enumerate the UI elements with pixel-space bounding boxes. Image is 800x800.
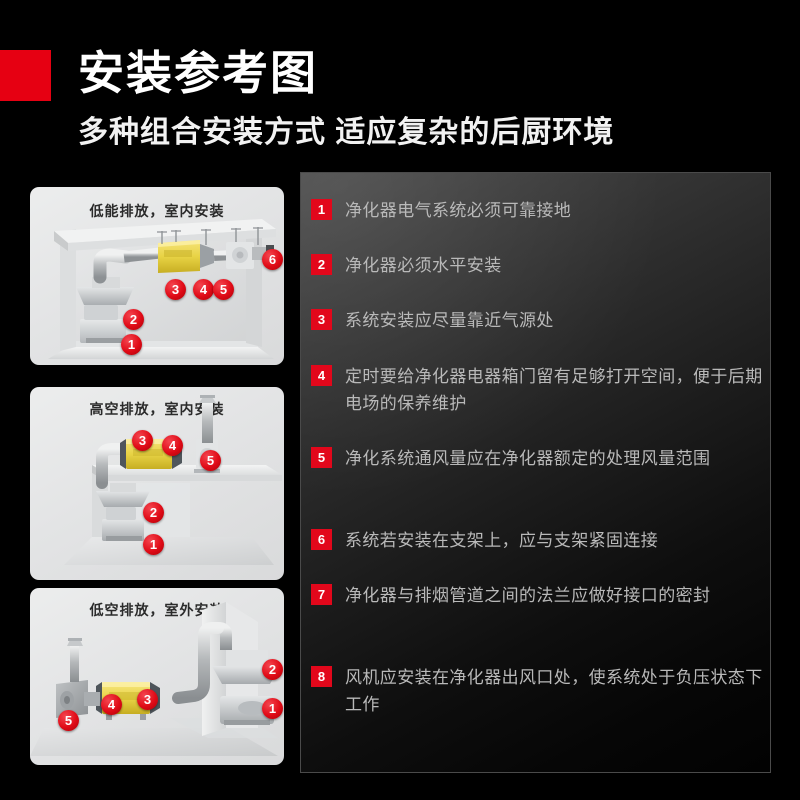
diagram-marker-1: 1 [121,334,142,355]
diagram-marker-1: 1 [143,534,164,555]
note-text: 净化系统通风量应在净化器额定的处理风量范围 [345,449,711,468]
note-badge: 3 [311,309,332,330]
note-item: 7 净化器与排烟管道之间的法兰应做好接口的密封 [311,582,763,609]
diagram-marker-5: 5 [213,279,234,300]
note-badge: 8 [311,666,332,687]
note-badge: 2 [311,254,332,275]
note-text: 净化器必须水平安装 [345,256,502,275]
note-item: 5 净化系统通风量应在净化器额定的处理风量范围 [311,445,763,472]
diagram-marker-1: 1 [262,698,283,719]
note-text: 风机应安装在净化器出风口处，使系统处于负压状态下工作 [345,668,763,714]
note-item: 1 净化器电气系统必须可靠接地 [311,197,763,224]
diagram-marker-3: 3 [137,689,158,710]
note-text: 系统若安装在支架上，应与支架紧固连接 [345,531,659,550]
note-item: 6 系统若安装在支架上，应与支架紧固连接 [311,527,763,554]
note-badge: 5 [311,447,332,468]
diagram-marker-5: 5 [58,710,79,731]
diagram-card-title: 低空排放，室外安装 [89,602,225,618]
diagram-card-title: 高空排放，室内安装 [89,401,225,417]
diagram-marker-2: 2 [143,502,164,523]
note-badge: 7 [311,584,332,605]
diagram-card-low-exhaust-outdoor: 低空排放，室外安装 [30,588,284,765]
diagram-illustration-indoor-low [48,219,276,359]
note-text: 系统安装应尽量靠近气源处 [345,311,554,330]
note-item: 4 定时要给净化器电器箱门留有足够打开空间，便于后期电场的保养维护 [311,363,763,417]
note-text: 净化器与排烟管道之间的法兰应做好接口的密封 [345,586,711,605]
diagram-marker-4: 4 [162,435,183,456]
diagram-card-high-exhaust-indoor: 高空排放，室内安装 [30,387,284,580]
diagram-illustration-outdoor-low [30,602,280,756]
diagram-marker-2: 2 [123,309,144,330]
diagram-card-title: 低能排放，室内安装 [89,203,225,219]
note-text: 净化器电气系统必须可靠接地 [345,201,572,220]
diagram-marker-3: 3 [132,430,153,451]
diagram-marker-4: 4 [101,694,122,715]
page-header: 安装参考图 多种组合安装方式 适应复杂的后厨环境 [0,0,800,170]
installation-notes-panel: 1 净化器电气系统必须可靠接地 2 净化器必须水平安装 3 系统安装应尽量靠近气… [300,172,771,773]
accent-block [0,50,51,101]
note-item: 3 系统安装应尽量靠近气源处 [311,307,763,334]
diagram-marker-4: 4 [193,279,214,300]
note-item: 2 净化器必须水平安装 [311,252,763,279]
note-badge: 4 [311,365,332,386]
page-title: 安装参考图 [78,47,318,99]
diagram-marker-5: 5 [200,450,221,471]
note-item: 8 风机应安装在净化器出风口处，使系统处于负压状态下工作 [311,664,763,718]
diagram-marker-6: 6 [262,249,283,270]
diagram-marker-2: 2 [262,659,283,680]
note-badge: 1 [311,199,332,220]
diagram-marker-3: 3 [165,279,186,300]
diagram-card-low-energy-indoor: 低能排放，室内安装 [30,187,284,365]
note-badge: 6 [311,529,332,550]
page-subtitle: 多种组合安装方式 适应复杂的后厨环境 [78,116,615,149]
note-text: 定时要给净化器电器箱门留有足够打开空间，便于后期电场的保养维护 [345,367,763,413]
